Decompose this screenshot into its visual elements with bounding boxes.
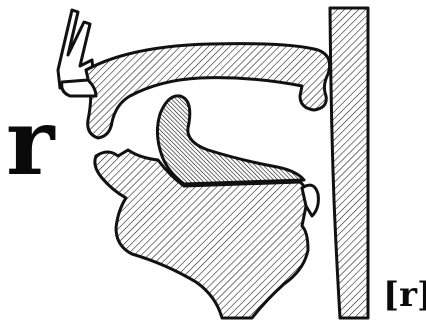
upper-lip xyxy=(62,80,96,96)
ipa-label: [r] xyxy=(383,278,426,312)
tongue xyxy=(157,96,304,184)
sound-letter: r xyxy=(6,96,54,188)
pharynx-wall xyxy=(330,8,368,318)
palate xyxy=(86,44,330,138)
